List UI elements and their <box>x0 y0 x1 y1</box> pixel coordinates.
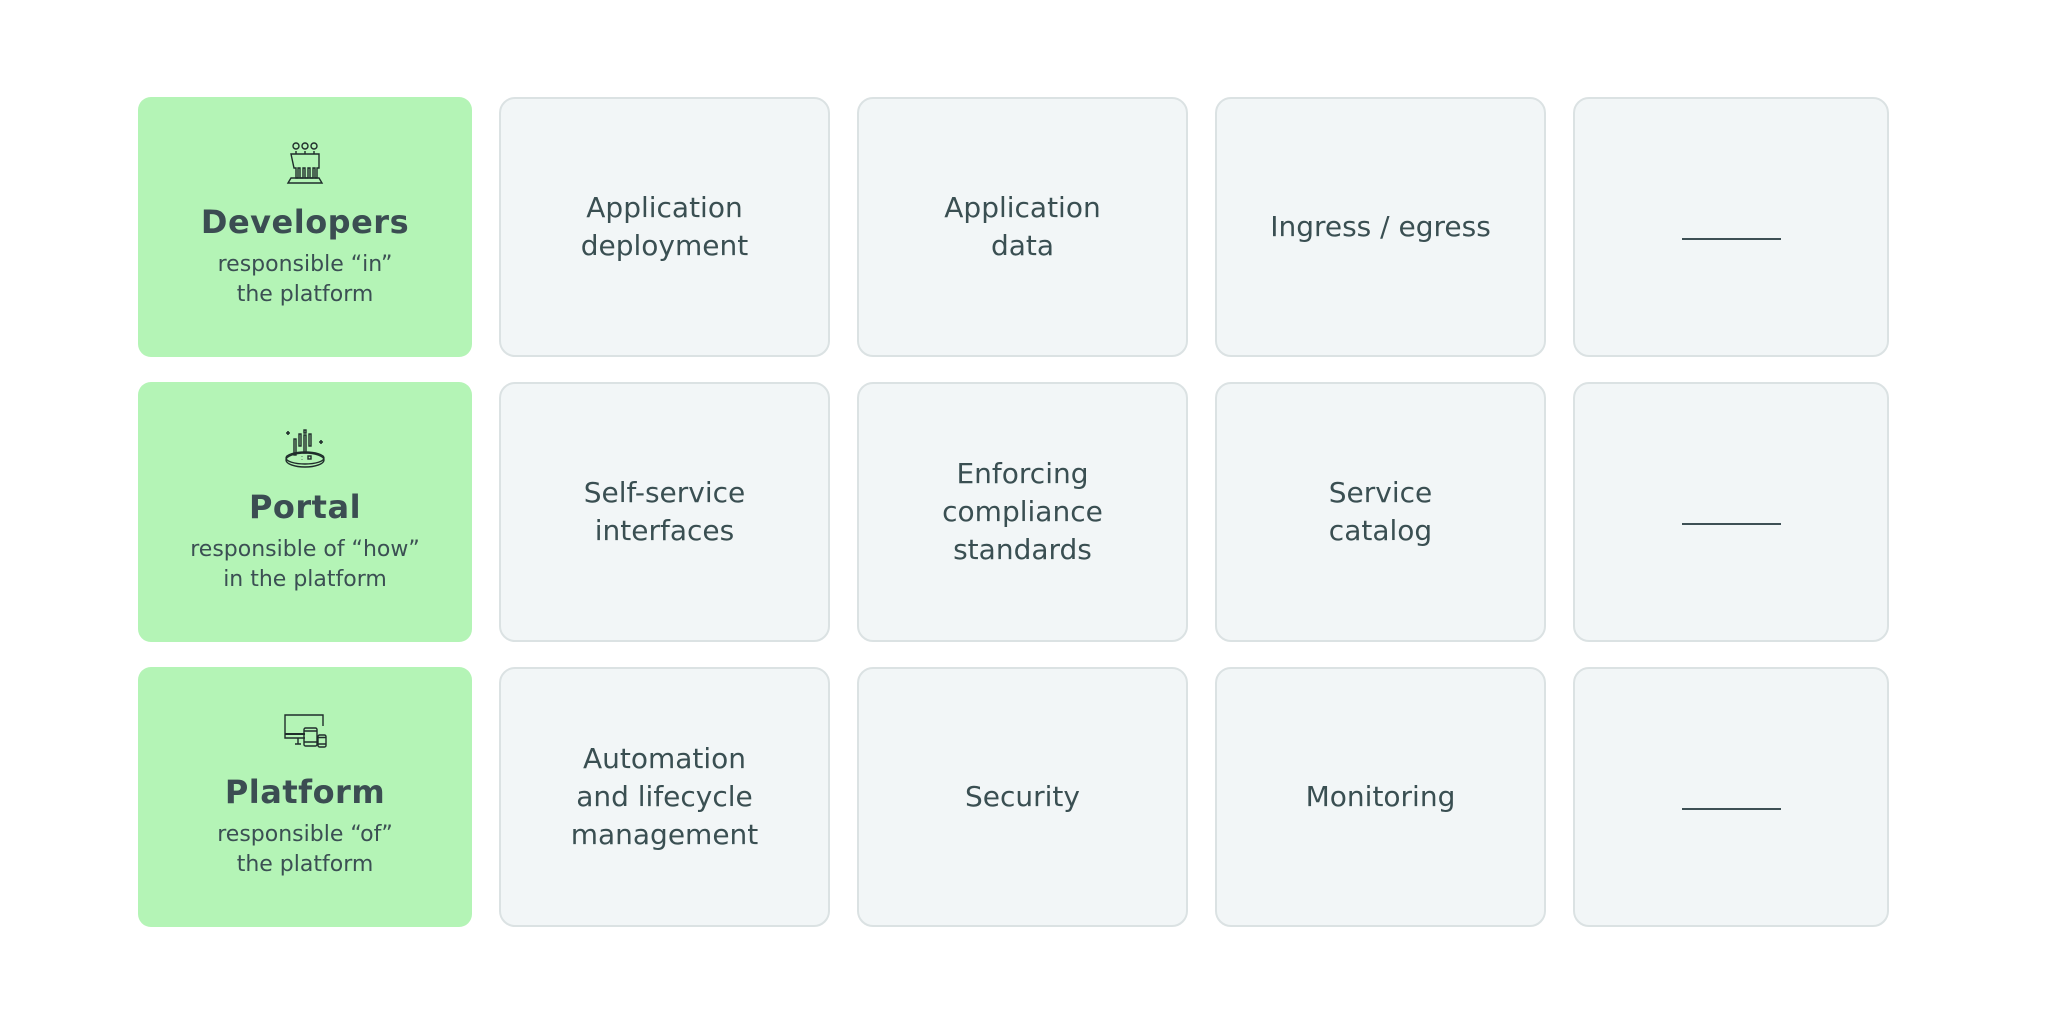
blank-placeholder-line <box>1681 238 1781 240</box>
role-subtitle: responsible of “how” in the platform <box>190 537 420 592</box>
cell-label: Security <box>965 780 1080 813</box>
cell-application-deployment: Application deployment <box>499 97 830 357</box>
cell-placeholder <box>1573 97 1889 357</box>
cell-label: Ingress / egress <box>1270 210 1491 243</box>
blank-placeholder-line <box>1681 808 1781 810</box>
cell-security: Security <box>857 667 1188 927</box>
blank-placeholder-line <box>1681 523 1781 525</box>
cell-label: Enforcing compliance standards <box>942 457 1103 566</box>
role-card-platform: Platform responsible “of” the platform <box>138 667 472 927</box>
cell-automation-lifecycle-management: Automation and lifecycle management <box>499 667 830 927</box>
cell-label: Self-service interfaces <box>583 476 746 547</box>
cell-ingress-egress: Ingress / egress <box>1215 97 1546 357</box>
responsibility-matrix: Developers responsible “in” the platform… <box>138 97 1889 927</box>
cell-placeholder <box>1573 667 1889 927</box>
role-card-portal: Portal responsible of “how” in the platf… <box>138 382 472 642</box>
cell-self-service-interfaces: Self-service interfaces <box>499 382 830 642</box>
cell-application-data: Application data <box>857 97 1188 357</box>
cell-enforcing-compliance-standards: Enforcing compliance standards <box>857 382 1188 642</box>
role-subtitle: responsible “of” the platform <box>217 822 393 877</box>
cell-label: Automation and lifecycle management <box>570 742 759 851</box>
role-title: Platform <box>224 773 386 811</box>
role-title: Developers <box>200 203 410 241</box>
devices-icon <box>284 714 327 748</box>
team-icon <box>286 142 324 184</box>
cell-service-catalog: Service catalog <box>1215 382 1546 642</box>
cell-monitoring: Monitoring <box>1215 667 1546 927</box>
role-subtitle: responsible “in” the platform <box>217 252 393 307</box>
cell-placeholder <box>1573 382 1889 642</box>
role-card-developers: Developers responsible “in” the platform <box>138 97 472 357</box>
cell-label: Monitoring <box>1305 780 1456 813</box>
cell-label: Service catalog <box>1328 476 1433 547</box>
cell-label: Application deployment <box>580 191 749 262</box>
cell-label: Application data <box>944 191 1101 262</box>
portal-hologram-icon <box>285 429 325 468</box>
role-title: Portal <box>248 488 362 526</box>
